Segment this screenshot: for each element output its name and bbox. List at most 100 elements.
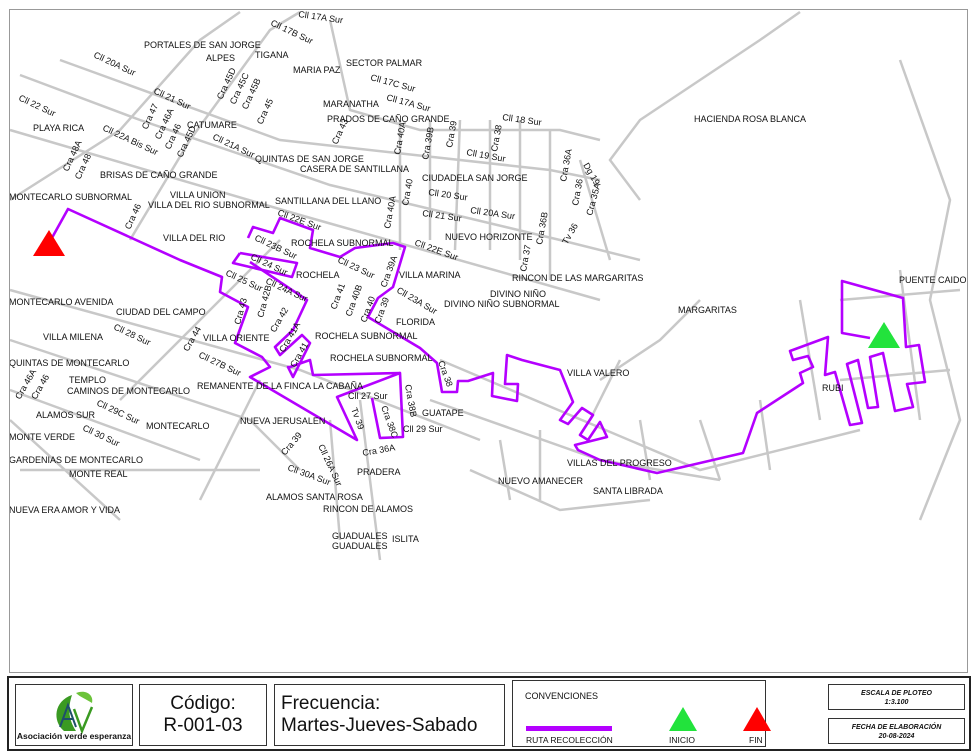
neighborhood-label: VILLAS DEL PROGRESO [567,458,672,468]
codigo-label: Código: [170,693,236,714]
neighborhood-label: VILLA VALERO [567,368,629,378]
neighborhood-label: ROCHELA [296,270,340,280]
neighborhood-label: PUENTE CAIDO [899,275,967,285]
route-segment [246,216,927,475]
street [19,73,641,262]
neighborhood-label: PRADOS DE CAÑO GRANDE [327,114,450,124]
street-label: Cll 27 Sur [348,391,388,401]
neighborhood-label: NUEVA JERUSALEN [240,416,325,426]
neighborhood-label: ALAMOS SUR [36,410,96,420]
street [119,239,281,401]
codigo-value: R-001-03 [163,715,243,736]
logo-text: Asociación verde esperanza [16,731,132,741]
neighborhood-label: QUINTAS DE MONTECARLO [9,358,129,368]
neighborhood-label: PRADERA [357,467,401,477]
neighborhood-label: TEMPLO [69,375,106,385]
frecuencia-value: Martes-Jueves-Sabado [281,715,478,736]
street [758,399,772,471]
scale-value: 1:3.100 [884,699,909,706]
street [578,159,612,261]
map-frame [9,9,968,673]
neighborhood-label: CIUDAD DEL CAMPO [116,307,206,317]
street [198,379,262,501]
street [328,419,342,541]
street [9,288,481,442]
street [588,359,622,421]
route-segment [46,207,405,442]
legend-panel: Asociación verde esperanza Código: R-001… [7,676,971,751]
street [9,388,201,462]
neighborhood-label: MONTE VERDE [9,432,75,442]
neighborhood-label: SECTOR PALMAR [346,58,423,68]
logo-icon [56,691,94,735]
date-cell: FECHA DE ELABORACIÓN 20-08-2024 [828,718,965,744]
frecuencia-cell: Frecuencia: Martes-Jueves-Sabado [274,684,505,746]
neighborhood-label: DIVINO NIÑO [490,289,546,299]
collection-route [46,207,927,475]
neighborhood-label: MARGARITAS [678,305,737,315]
street [498,439,512,501]
neighborhood-label: MARIA PAZ [293,65,341,75]
neighborhood-label: CIUDADELA SAN JORGE [422,173,528,183]
street-label: Cra 38 [489,124,504,152]
neighborhood-label: BRISAS DE CAÑO GRANDE [100,170,218,180]
street [608,10,801,201]
street [358,399,382,561]
neighborhood-label: GUADUALES [332,531,388,541]
neighborhood-label: CATUMARE [187,120,237,130]
neighborhood-label: ALAMOS SANTA ROSA [266,492,363,502]
neighborhood-label: VILLA ORIENTE [203,333,270,343]
street-label: Cll 29 Sur [403,424,443,434]
neighborhood-label: ROCHELA SUBNORMAL [330,353,433,363]
neighborhood-label: MONTE REAL [69,469,128,479]
street [453,119,462,251]
street-label: Cra 39 [444,120,459,148]
street-label: Cra 40 [400,178,415,206]
neighborhood-label: MARANATHA [323,99,379,109]
neighborhood-label: NUEVA ERA AMOR Y VIDA [9,505,120,515]
street [898,59,962,521]
street-label: Cra 36 [570,178,585,206]
end-triangle-icon [743,707,771,731]
route-segment [249,260,401,379]
neighborhood-label: RUBI [822,383,844,393]
neighborhood-label: MONTECARLO SUBNORMAL [9,192,132,202]
street [9,338,301,471]
neighborhood-label: VILLA DEL RIO [163,233,225,243]
street [59,58,601,182]
neighborhood-label: FLORIDA [396,317,435,327]
street [698,419,722,481]
neighborhood-label: PORTALES DE SAN JORGE [144,40,261,50]
route-label: RUTA RECOLECCIÓN [526,735,613,745]
street-network [9,10,962,561]
street-label: Cra 37 [518,244,533,272]
neighborhood-label: ROCHELA SUBNORMAL [315,331,418,341]
street [599,299,701,382]
neighborhood-label: MONTECARLO AVENIDA [9,297,113,307]
route-segment [231,251,299,279]
frecuencia-label: Frecuencia: [281,693,381,714]
end-marker-icon [33,230,65,256]
neighborhood-label: REMANENTE DE LA FINCA LA CABAÑA [197,381,363,391]
start-triangle-icon [669,707,697,731]
neighborhood-label: MONTECARLO [146,421,210,431]
scale-title: ESCALA DE PLOTEO [861,690,932,697]
street [9,10,241,202]
neighborhood-label: VILLA MARINA [399,270,461,280]
date-value: 20-08-2024 [878,733,915,740]
end-label: FIN [749,735,763,745]
neighborhood-label: VILLA MILENA [43,332,103,342]
street [439,358,861,472]
neighborhood-label: RINCON DE ALAMOS [323,504,413,514]
neighborhood-label: NUEVO AMANECER [498,476,584,486]
neighborhood-label: VILLA UNION [170,190,226,200]
neighborhood-label: DIVINO NIÑO SUBNORMAL [444,299,560,309]
street [128,10,301,241]
neighborhood-label: ISLITA [392,534,419,544]
neighborhood-label: ROCHELA SUBNORMAL [291,238,394,248]
neighborhood-label: VILLA DEL RIO SUBNORMAL [148,200,270,210]
start-marker-icon [868,322,900,348]
street [9,128,601,302]
convenciones-cell: CONVENCIONES RUTA RECOLECCIÓN INICIO FIN [512,680,771,747]
